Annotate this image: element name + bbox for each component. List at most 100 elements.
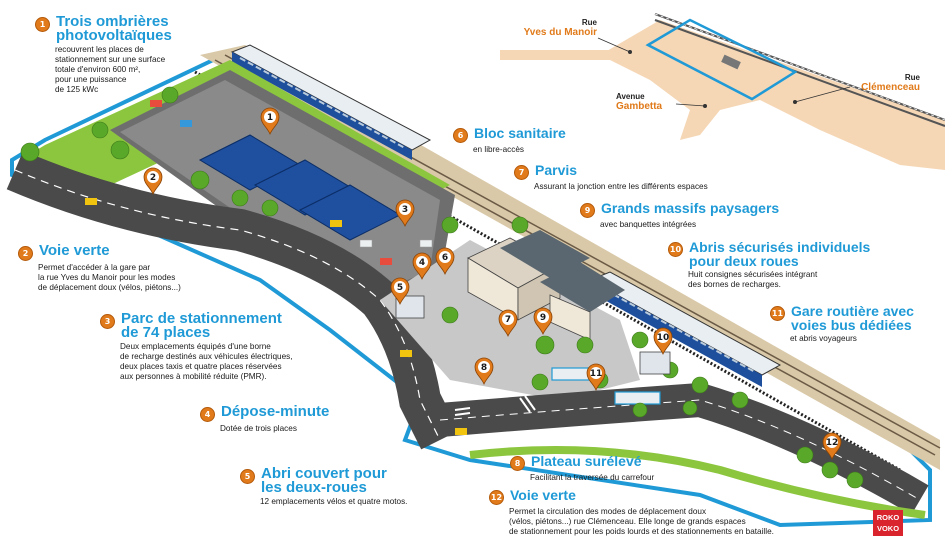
title-line: Abri couvert pour [261, 465, 387, 482]
title-line: Trois ombrières [56, 13, 169, 30]
map-pin-label: 1 [267, 113, 273, 123]
number-badge: 1 [35, 17, 50, 32]
number-badge: 12 [489, 490, 504, 505]
number-badge: 5 [240, 469, 255, 484]
annotation-description: en libre-accès [473, 145, 566, 155]
desc-line: aux personnes à mobilité réduite (PMR). [120, 372, 267, 381]
annotation-1: 1 Trois ombrières photovoltaïques recouv… [35, 13, 172, 95]
number-badge: 11 [770, 306, 785, 321]
map-pin-center [147, 171, 159, 183]
map-pin-4: 4 [412, 252, 432, 281]
desc-line: deux places taxis et quatre places réser… [120, 362, 282, 371]
desc-line: totale d'environ 600 m², [55, 65, 141, 74]
annotation-description: et abris voyageurs [790, 334, 914, 344]
annotation-7: 7 Parvis Assurant la jonction entre les … [514, 163, 708, 192]
title-line: Voie verte [39, 242, 110, 259]
desc-line: de déplacement doux (vélos, piétons...) [38, 283, 181, 292]
annotation-8: 8 Plateau surélevé Facilitant la travers… [510, 454, 654, 483]
map-pin-6: 6 [435, 247, 455, 276]
annotation-2: 2 Voie verte Permet d'accéder à la gare … [18, 242, 181, 293]
desc-line: Deux emplacements équipés d'une borne [120, 342, 271, 351]
street-name: Clémenceau [861, 82, 920, 93]
desc-line: (vélos, piétons...) rue Clémenceau. Elle… [509, 517, 746, 526]
desc-line: des bornes de recharges. [688, 280, 781, 289]
desc-line: et abris voyageurs [790, 334, 857, 343]
annotation-title: Bloc sanitaire [474, 126, 566, 140]
map-pin-label: 5 [397, 283, 403, 293]
annotation-10: 10 Abris sécurisés individuels pour deux… [668, 240, 870, 290]
annotation-description: Facilitant la traversée du carrefour [530, 473, 654, 483]
site-plan [6, 44, 941, 528]
number-badge: 4 [200, 407, 215, 422]
title-line: Voie verte [510, 487, 576, 503]
desc-line: stationnement sur une surface [55, 55, 166, 64]
title-line: de 74 places [121, 324, 211, 341]
desc-line: la rue Yves du Manoir pour les modes [38, 273, 176, 282]
annotation-title: Trois ombrières photovoltaïques [56, 13, 172, 44]
desc-line: Dotée de trois places [220, 424, 297, 433]
map-pin-1: 1 [260, 107, 280, 136]
desc-line: Facilitant la traversée du carrefour [530, 473, 655, 482]
map-pin-5: 5 [390, 277, 410, 306]
map-pin-7: 7 [498, 309, 518, 338]
annotation-4: 4 Dépose-minute Dotée de trois places [200, 404, 329, 434]
desc-line: de recharge destinés aux véhicules élect… [120, 352, 293, 361]
desc-line: 12 emplacements vélos et quatre motos. [260, 497, 408, 506]
locator-map [500, 13, 945, 170]
annotation-6: 6 Bloc sanitaire en libre-accès [453, 126, 566, 155]
map-pin-label: 8 [481, 363, 487, 373]
map-pin-center [394, 281, 406, 293]
map-pin-center [502, 313, 514, 325]
map-pin-label: 9 [540, 313, 546, 323]
map-pin-11: 11 [586, 363, 606, 392]
logo-text: VOKO [876, 524, 900, 533]
map-pin-label: 11 [590, 369, 603, 379]
annotation-title: Dépose-minute [221, 404, 329, 419]
annotation-title: Parvis [535, 163, 577, 177]
annotation-description: Permet d'accéder à la gare par la rue Yv… [38, 263, 181, 293]
annotation-description: avec banquettes intégrées [600, 220, 779, 230]
map-pin-label: 2 [150, 173, 156, 183]
annotation-description: recouvrent les places de stationnement s… [55, 45, 172, 95]
annotation-title: Grands massifs paysagers [601, 201, 779, 215]
map-pin-12: 12 [822, 432, 842, 461]
desc-line: de 125 kWc [55, 85, 99, 94]
map-pin-9: 9 [533, 307, 553, 336]
map-pin-center [657, 331, 669, 343]
map-pin-label: 10 [657, 333, 670, 343]
title-line: les deux-roues [261, 479, 367, 496]
title-line: Bloc sanitaire [474, 125, 566, 141]
annotation-title: Abri couvert pour les deux-roues [261, 465, 387, 496]
map-pin-center [416, 256, 428, 268]
title-line: photovoltaïques [56, 27, 172, 44]
map-pin-center [264, 111, 276, 123]
number-badge: 8 [510, 456, 525, 471]
desc-line: pour une puissance [55, 75, 127, 84]
rokovoko-logo: ROKO VOKO [873, 510, 903, 536]
map-pin-8: 8 [474, 357, 494, 386]
street-type: Rue [581, 18, 597, 27]
number-badge: 7 [514, 165, 529, 180]
map-pin-center [439, 251, 451, 263]
desc-line: avec banquettes intégrées [600, 220, 697, 229]
street-label-gambetta: Avenue Gambetta [616, 92, 662, 112]
annotation-description: Huit consignes sécurisées intégrant des … [688, 270, 870, 290]
map-pin-label: 7 [505, 315, 511, 325]
map-pin-center [826, 436, 838, 448]
number-badge: 2 [18, 246, 33, 261]
annotation-title: Voie verte [39, 242, 110, 259]
annotation-description: Assurant la jonction entre les différent… [534, 182, 708, 192]
map-pin-label: 6 [442, 253, 448, 263]
annotation-5: 5 Abri couvert pour les deux-roues 12 em… [240, 465, 408, 507]
annotation-description: Deux emplacements équipés d'une borne de… [120, 342, 293, 382]
street-label-yves-du-manoir: Rue Yves du Manoir [505, 18, 597, 38]
annotation-9: 9 Grands massifs paysagers avec banquett… [580, 201, 779, 230]
street-type: Avenue [616, 92, 645, 101]
desc-line: de stationnement pour les poids lourds e… [509, 527, 774, 536]
title-line: Parvis [535, 162, 578, 178]
desc-line: Huit consignes sécurisées intégrant [688, 270, 818, 279]
street-name: Gambetta [616, 101, 663, 112]
map-pin-10: 10 [653, 327, 673, 356]
